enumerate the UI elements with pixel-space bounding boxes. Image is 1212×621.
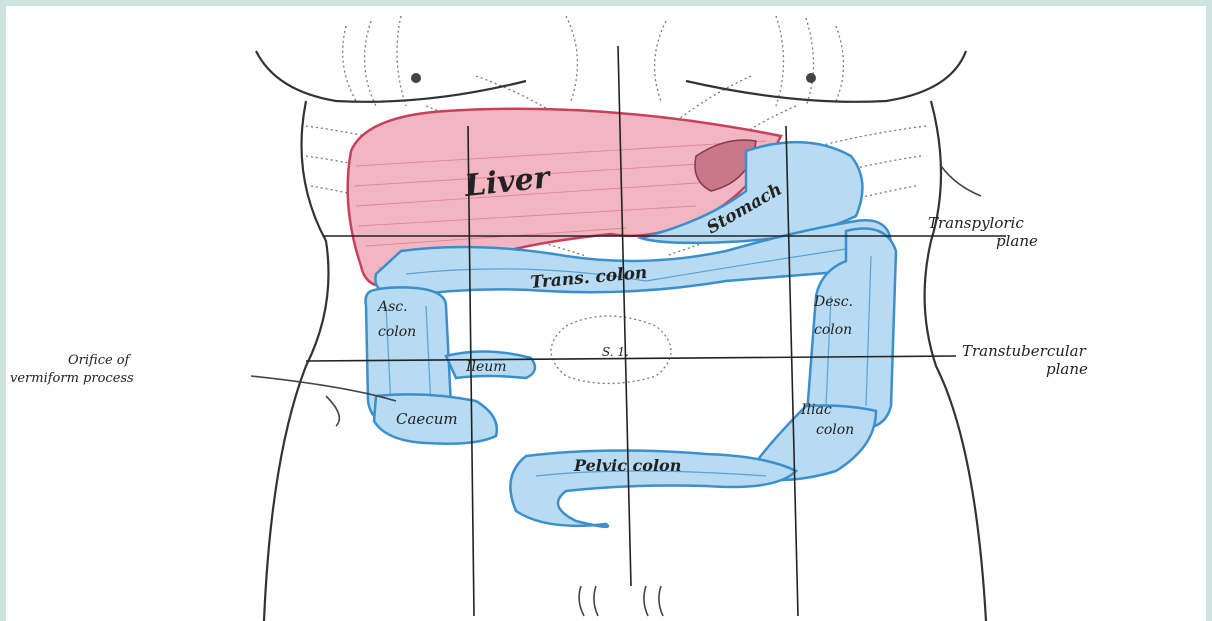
label-iliac-colon-2: colon <box>816 422 854 438</box>
label-desc-colon-2: colon <box>814 322 852 338</box>
label-iliac-colon-1: Iliac <box>800 402 832 418</box>
label-asc-colon-1: Asc. <box>376 299 408 315</box>
label-transtubercular-1: Transtubercular <box>962 342 1087 360</box>
nipples <box>411 73 816 83</box>
diagram-frame: Liver Stomach Trans. colon Transpyloric … <box>6 6 1206 621</box>
label-transpyloric-1: Transpyloric <box>928 214 1024 232</box>
label-caecum: Caecum <box>396 410 458 428</box>
label-transtubercular-2: plane <box>1046 360 1088 378</box>
label-transpyloric-2: plane <box>996 232 1038 250</box>
label-pelvic-colon: Pelvic colon <box>573 456 681 475</box>
label-orifice-2: vermiform process <box>10 371 134 386</box>
label-asc-colon-2: colon <box>378 324 416 340</box>
label-ileum: Ileum <box>465 359 507 375</box>
label-desc-colon-1: Desc. <box>813 294 853 310</box>
abdominal-regions-diagram: Liver Stomach Trans. colon Transpyloric … <box>6 6 1206 621</box>
label-sacral: S. 1. <box>602 345 629 359</box>
label-orifice-1: Orifice of <box>68 353 132 368</box>
